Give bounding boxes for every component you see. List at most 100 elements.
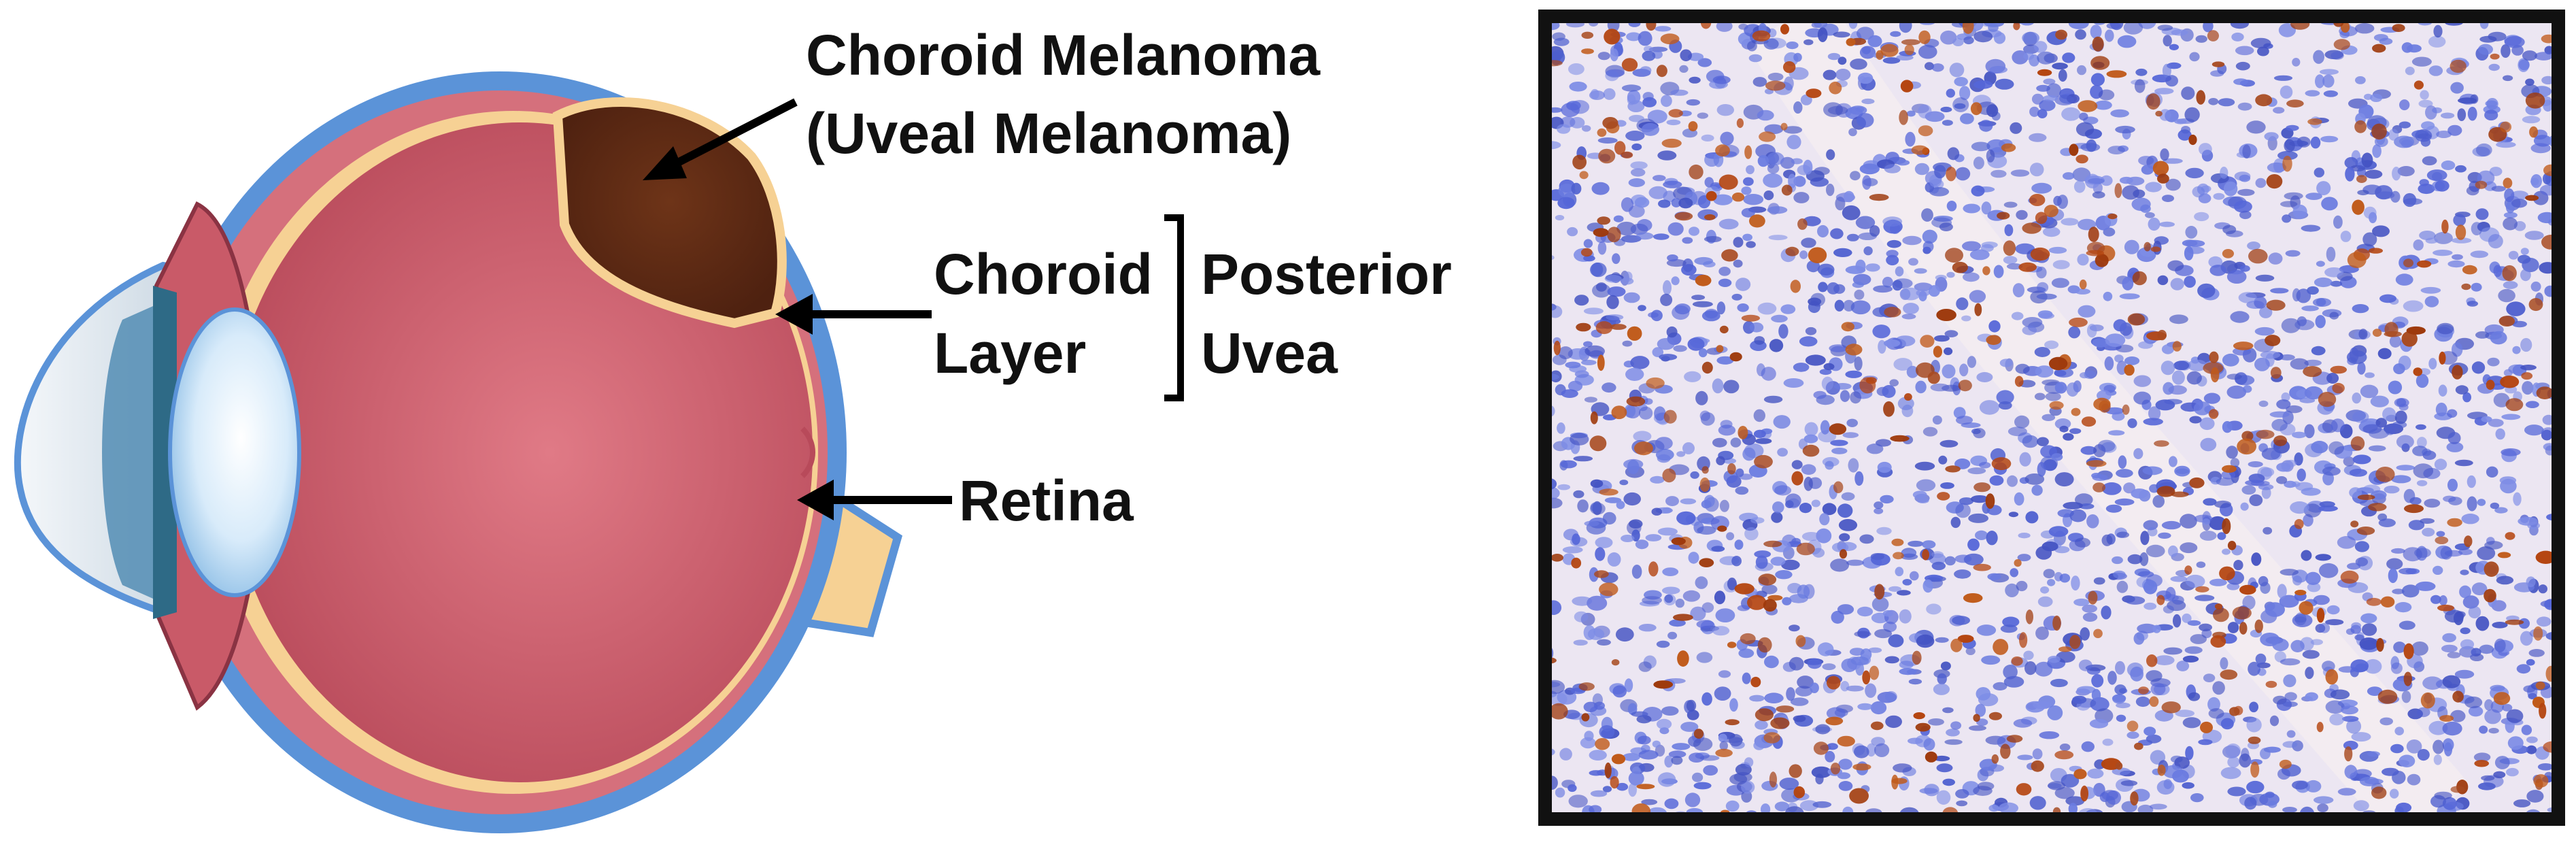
positive-stain-cell (1829, 82, 1842, 95)
nucleus (2281, 318, 2301, 333)
nucleus (1549, 600, 1562, 615)
nucleus (1570, 117, 1585, 129)
nucleus (2032, 748, 2043, 760)
nucleus (2116, 344, 2134, 353)
nucleus (2460, 627, 2471, 635)
nucleus (2186, 371, 2202, 385)
nucleus (1856, 113, 1874, 128)
positive-stain-cell (2533, 626, 2543, 641)
nucleus (2126, 662, 2143, 678)
nucleus (2193, 401, 2211, 416)
nucleus (1940, 106, 1952, 113)
nucleus (1884, 164, 1901, 173)
nucleus (2282, 214, 2292, 223)
nucleus (2382, 407, 2396, 422)
nucleus (2484, 709, 2502, 724)
positive-stain-cell (2079, 279, 2087, 290)
nucleus (1922, 229, 1937, 244)
nucleus (1607, 286, 1626, 297)
positive-stain-cell (2265, 335, 2281, 346)
nucleus (2199, 623, 2213, 631)
nucleus (2503, 212, 2518, 218)
nucleus (1750, 517, 1765, 524)
nucleus (1549, 305, 1563, 318)
nucleus (1655, 437, 1673, 450)
nucleus (1657, 718, 1672, 730)
positive-stain-cell (2392, 24, 2405, 32)
nucleus (2302, 650, 2320, 659)
nucleus (2114, 354, 2124, 363)
nucleus (1638, 31, 1653, 46)
nucleus (2115, 125, 2135, 134)
nucleus (1916, 634, 1935, 648)
nucleus (1601, 382, 1616, 393)
positive-stain-cell (1991, 457, 2012, 471)
nucleus (2075, 122, 2095, 137)
nucleus (2437, 322, 2454, 335)
nucleus (1778, 324, 1789, 339)
nucleus (1549, 141, 1561, 150)
nucleus (2048, 526, 2069, 537)
nucleus (2436, 131, 2452, 138)
nucleus (1890, 31, 1901, 37)
nucleus (2012, 283, 2024, 298)
nucleus (1648, 46, 1668, 52)
nucleus (1619, 480, 1629, 486)
nucleus (2454, 669, 2475, 679)
nucleus (1908, 737, 1923, 744)
nucleus (2187, 620, 2201, 627)
nucleus (2276, 399, 2291, 410)
nucleus (2255, 274, 2275, 282)
nucleus (2242, 144, 2251, 159)
nucleus (2518, 59, 2530, 71)
positive-stain-cell (2450, 786, 2465, 793)
positive-stain-cell (2055, 29, 2068, 40)
nucleus (1666, 326, 1678, 338)
nucleus (2174, 118, 2187, 124)
nucleus (2226, 446, 2238, 459)
nucleus (2265, 602, 2285, 617)
positive-stain-cell (2505, 532, 2515, 540)
nucleus (2165, 75, 2179, 87)
nucleus (2267, 801, 2277, 808)
nucleus (2017, 554, 2031, 562)
nucleus (2346, 718, 2362, 734)
positive-stain-cell (2220, 669, 2238, 680)
nucleus (1838, 758, 1852, 770)
nucleus (1981, 655, 2001, 665)
positive-stain-cell (1920, 335, 1935, 348)
nucleus (1839, 533, 1850, 541)
nucleus (2492, 622, 2508, 629)
nucleus (1841, 658, 1857, 672)
nucleus (2054, 546, 2070, 554)
nucleus (2478, 782, 2496, 790)
nucleus (1825, 750, 1835, 763)
nucleus (2310, 136, 2321, 149)
nucleus (1831, 610, 1844, 624)
nucleus (1747, 41, 1757, 52)
nucleus (1865, 263, 1880, 272)
nucleus (1855, 259, 1866, 272)
nucleus (1854, 471, 1864, 486)
nucleus (1819, 513, 1830, 526)
nucleus (1787, 582, 1802, 594)
retina-arrowhead (797, 480, 834, 520)
positive-stain-cell (2347, 252, 2367, 269)
nucleus (1840, 390, 1850, 402)
nucleus (1673, 345, 1687, 352)
nucleus (1623, 492, 1641, 506)
nucleus (2227, 622, 2239, 633)
nucleus (1819, 369, 1832, 376)
nucleus (2213, 193, 2225, 200)
nucleus (1914, 282, 1933, 292)
positive-stain-cell (2541, 235, 2554, 250)
nucleus (2040, 586, 2050, 594)
nucleus (1922, 241, 1934, 252)
nucleus (1769, 339, 1784, 352)
nucleus (2539, 262, 2554, 274)
nucleus (1922, 579, 1933, 593)
nucleus (1741, 186, 1752, 195)
nucleus (1950, 516, 1961, 529)
positive-stain-cell (1796, 542, 1815, 556)
nucleus (1944, 556, 1956, 566)
